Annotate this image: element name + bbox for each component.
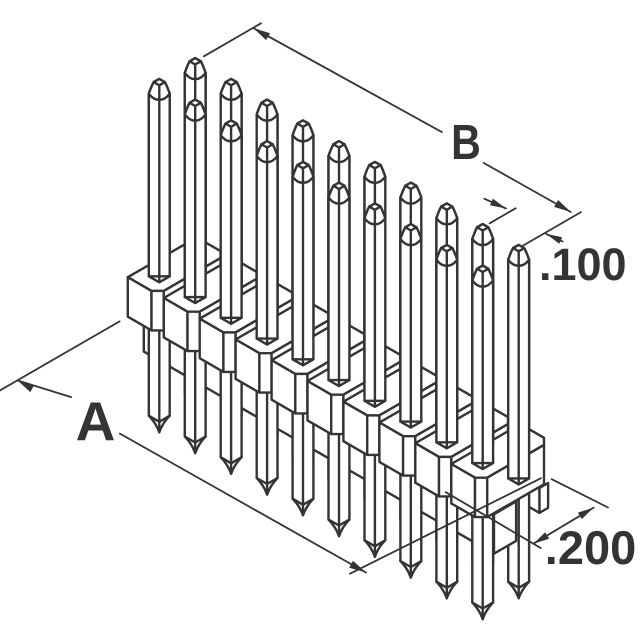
svg-text:A: A	[76, 390, 116, 452]
svg-text:.100: .100	[539, 239, 627, 290]
svg-text:.200: .200	[545, 521, 636, 574]
svg-text:B: B	[451, 114, 481, 169]
